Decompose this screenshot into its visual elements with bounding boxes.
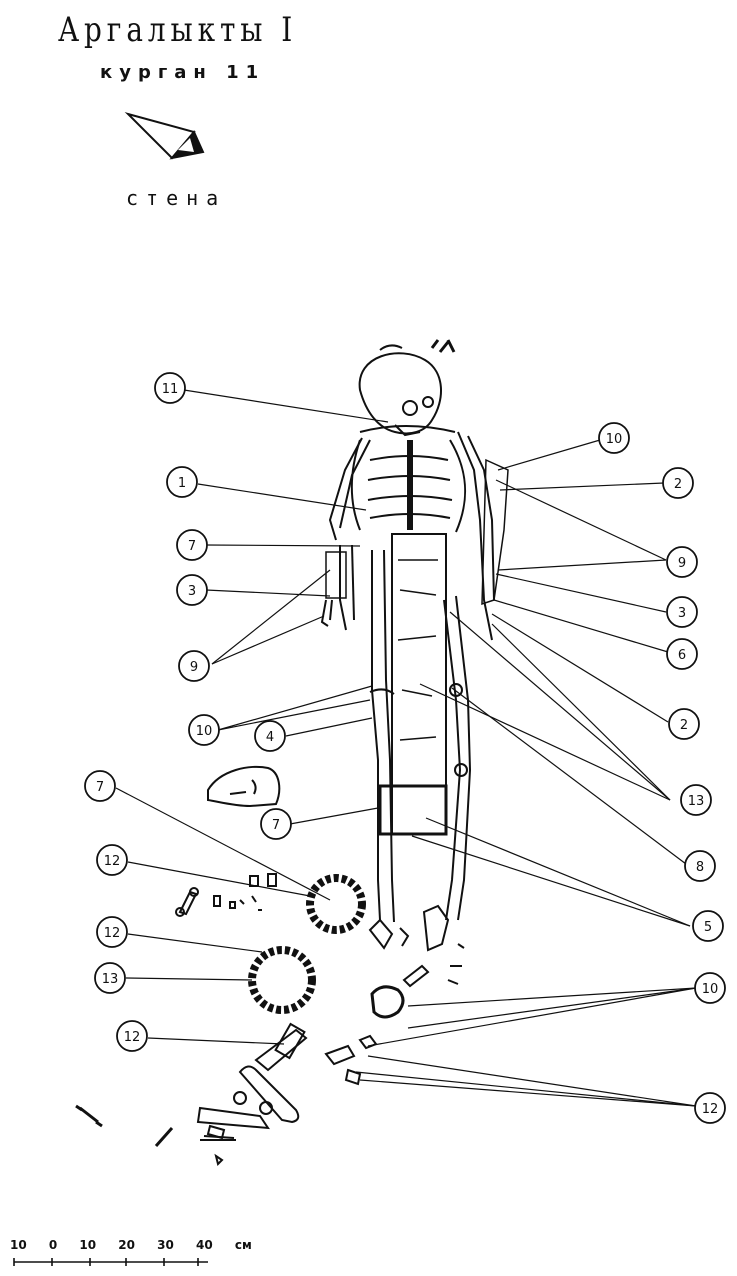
callout-circle xyxy=(254,720,286,752)
callout-number: 10 xyxy=(702,982,719,997)
callout-circle xyxy=(666,638,698,670)
callout-number: 3 xyxy=(678,606,686,621)
callout-circle xyxy=(662,467,694,499)
callout-number: 11 xyxy=(162,382,179,397)
callout-number: 9 xyxy=(190,660,198,675)
callout-circle xyxy=(666,546,698,578)
callout-circle xyxy=(188,714,220,746)
callout-circle xyxy=(692,910,724,942)
callout-number: 2 xyxy=(680,718,688,733)
callout-number: 13 xyxy=(102,972,119,987)
callout-circle xyxy=(694,972,726,1004)
callout-circle xyxy=(176,574,208,606)
kurgan-number: курган 11 xyxy=(100,62,266,83)
vessel-ring-upper xyxy=(306,874,366,934)
callout-number: 7 xyxy=(272,818,280,833)
callout-number: 7 xyxy=(96,780,104,795)
callout-circle xyxy=(96,916,128,948)
callout-number: 4 xyxy=(266,730,274,745)
callout-number: 10 xyxy=(196,724,213,739)
callout-circle xyxy=(598,422,630,454)
callout-number: 2 xyxy=(674,477,682,492)
animal-skull xyxy=(207,765,281,808)
leader-lines xyxy=(115,389,697,1107)
callout-circle xyxy=(116,1020,148,1052)
site-title: Аргалыкты I xyxy=(58,10,298,50)
callout-circle xyxy=(94,962,126,994)
callout-circle xyxy=(668,708,700,740)
scale-label: 10 0 10 20 30 40 см xyxy=(10,1238,252,1252)
callout-number: 10 xyxy=(606,432,623,447)
callout-circle xyxy=(694,1092,726,1124)
skull xyxy=(358,352,443,435)
north-arrow-icon xyxy=(124,112,205,160)
callout-number: 12 xyxy=(104,854,121,869)
callout-number: 3 xyxy=(188,584,196,599)
callout-number: 5 xyxy=(704,920,712,935)
callout-circle xyxy=(666,596,698,628)
callout-number: 6 xyxy=(678,648,686,663)
callout-number: 1 xyxy=(178,476,186,491)
callout-circle xyxy=(166,466,198,498)
callout-number: 7 xyxy=(188,539,196,554)
callout-circle xyxy=(176,529,208,561)
callout-circle xyxy=(154,372,186,404)
callout-number: 8 xyxy=(696,860,704,875)
callout-number: 13 xyxy=(688,794,705,809)
callout-circle xyxy=(96,844,128,876)
wooden-board xyxy=(391,533,447,835)
scale-bar xyxy=(13,1258,208,1266)
vessel-ring-lower xyxy=(248,946,316,1014)
callout-number: 12 xyxy=(124,1030,141,1045)
callout-circle xyxy=(260,808,292,840)
callout-number: 9 xyxy=(678,556,686,571)
wall-label: стена xyxy=(126,186,227,210)
callout-circle xyxy=(684,850,716,882)
callout-number: 12 xyxy=(702,1102,719,1117)
callout-circle xyxy=(680,784,712,816)
callout-circle xyxy=(178,650,210,682)
callout-number: 12 xyxy=(104,926,121,941)
callout-circle xyxy=(84,770,116,802)
